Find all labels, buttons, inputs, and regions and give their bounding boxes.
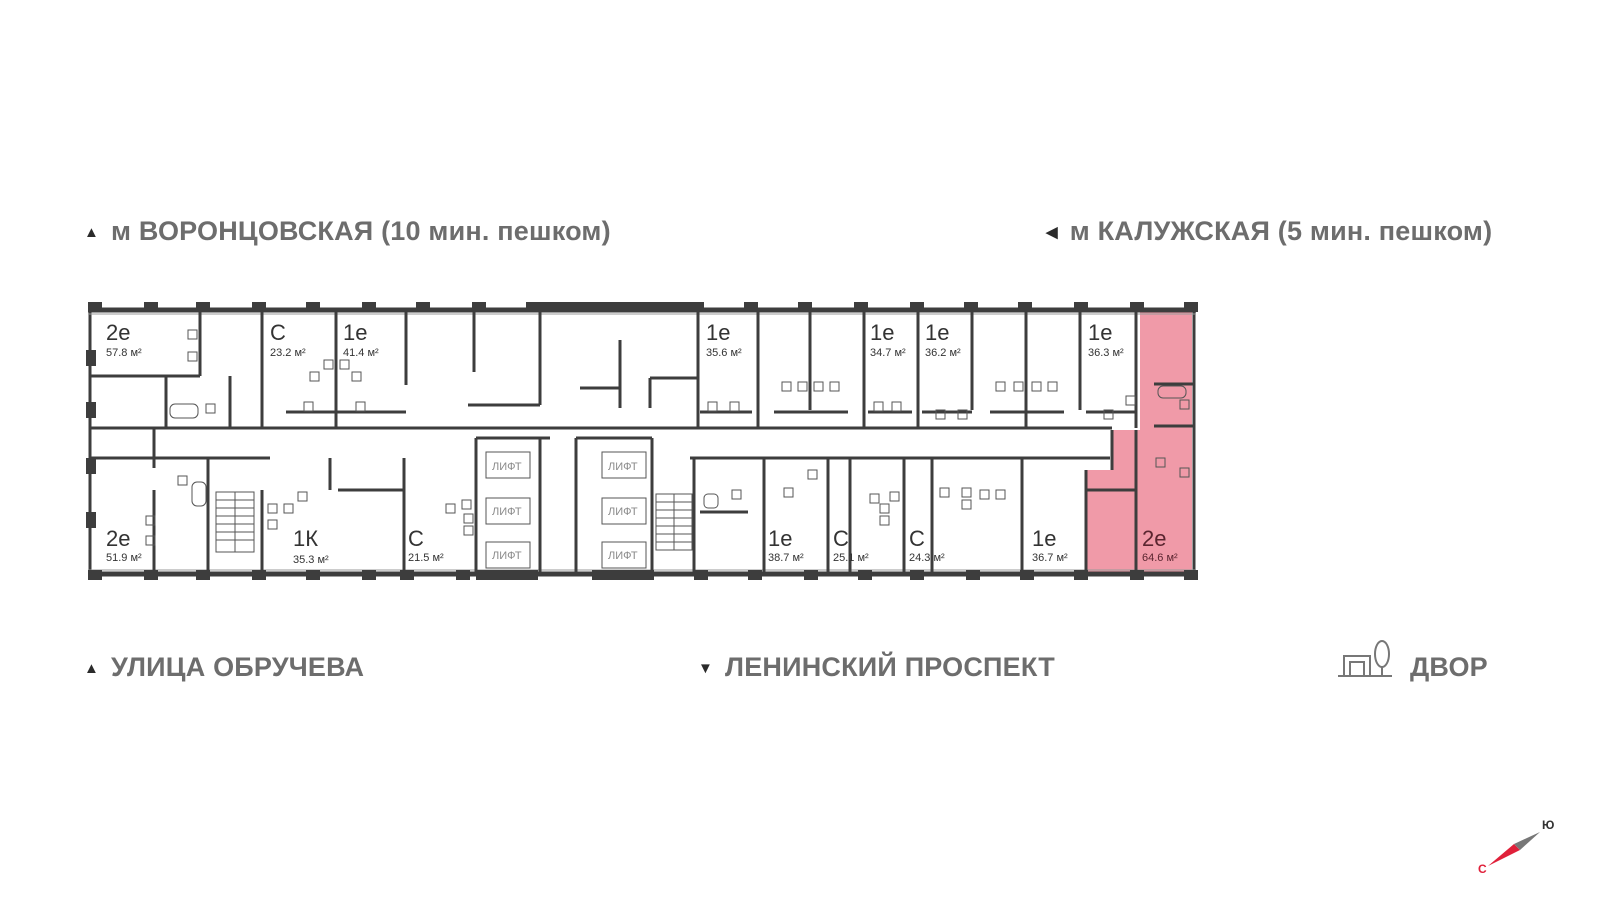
direction-metro-vorontsovskaya: ▲ м ВОРОНЦОВСКАЯ (10 мин. пешком) (84, 216, 611, 247)
apartment-type: С (833, 526, 849, 551)
lift-label: ЛИФТ (492, 506, 522, 518)
compass-icon (1488, 832, 1540, 866)
apartment-type: С (909, 526, 925, 551)
apartment-area: 35.3 м² (293, 554, 329, 566)
direction-label: м КАЛУЖСКАЯ (5 мин. пешком) (1069, 216, 1493, 246)
lift-shafts (485, 451, 647, 569)
direction-courtyard: ДВОР (1410, 652, 1488, 683)
apartment-area: 57.8 м² (106, 347, 142, 359)
direction-label: ЛЕНИНСКИЙ ПРОСПЕКТ (725, 652, 1055, 682)
direction-label: м ВОРОНЦОВСКАЯ (10 мин. пешком) (111, 216, 611, 246)
highlighted-apartment-2e-64.6 (1086, 310, 1192, 574)
lift-box (485, 497, 531, 525)
apartment-area: 64.6 м² (1142, 552, 1178, 564)
apartment-area: 36.7 м² (1032, 552, 1068, 564)
arrow-down-icon: ▼ (698, 660, 714, 677)
partitions-bottom (152, 428, 1138, 574)
apartment-area: 21.5 м² (408, 552, 444, 564)
direction-leninsky: ▼ ЛЕНИНСКИЙ ПРОСПЕКТ (698, 652, 1055, 683)
apartment-type: 2е (106, 320, 130, 345)
staircase-right (655, 493, 693, 551)
lift-box (601, 541, 647, 569)
apartment-type: 2е (1142, 526, 1166, 551)
courtyard-icon (1338, 640, 1392, 677)
lift-labels: ЛИФТ ЛИФТ ЛИФТ ЛИФТ ЛИФТ ЛИФТ (492, 461, 638, 562)
apartment-type: 1е (706, 320, 730, 345)
wall-piers (86, 302, 1198, 580)
bathroom-fixtures (145, 329, 1190, 546)
lift-label: ЛИФТ (608, 461, 638, 473)
apartment-type: 1е (870, 320, 894, 345)
apartment-area: 36.3 м² (1088, 347, 1124, 359)
lift-box (485, 451, 531, 479)
compass-south-label: Ю (1542, 818, 1555, 832)
direction-obrucheva: ▲ УЛИЦА ОБРУЧЕВА (84, 652, 364, 683)
apartment-type: 1К (293, 526, 318, 551)
apartment-type: 1е (925, 320, 949, 345)
partitions-top (90, 310, 1194, 428)
compass-north-label: С (1478, 862, 1487, 876)
apartment-type: 2е (106, 526, 130, 551)
apartment-area: 23.2 м² (270, 347, 306, 359)
apartment-type: 1е (343, 320, 367, 345)
apartment-type: 1е (768, 526, 792, 551)
apartment-area: 36.2 м² (925, 347, 961, 359)
apartment-type: С (270, 320, 286, 345)
apartment-type: 1е (1032, 526, 1056, 551)
direction-label: УЛИЦА ОБРУЧЕВА (111, 652, 365, 682)
direction-label: ДВОР (1410, 652, 1488, 682)
apartment-area: 38.7 м² (768, 552, 804, 564)
apartment-type: С (408, 526, 424, 551)
apartment-area: 34.7 м² (870, 347, 906, 359)
apartment-type: 1е (1088, 320, 1112, 345)
apartment-area: 51.9 м² (106, 552, 142, 564)
lift-label: ЛИФТ (492, 550, 522, 562)
lift-label: ЛИФТ (608, 506, 638, 518)
apartment-area: 41.4 м² (343, 347, 379, 359)
lift-box (601, 451, 647, 479)
apartment-area: 24.3 м² (909, 552, 945, 564)
apartment-area: 35.6 м² (706, 347, 742, 359)
lift-label: ЛИФТ (608, 550, 638, 562)
apartment-area: 25.1 м² (833, 552, 869, 564)
apartment-labels: 2е 57.8 м² С 23.2 м² 1е 41.4 м² 1е 35.6 … (106, 320, 1178, 566)
lift-label: ЛИФТ (492, 461, 522, 473)
lift-box (601, 497, 647, 525)
arrow-up-icon: ▲ (84, 224, 100, 241)
staircase-left (215, 491, 255, 553)
arrow-left-icon: ◀ (1046, 224, 1058, 241)
arrow-up-icon: ▲ (84, 660, 100, 677)
direction-metro-kaluzhskaya: ◀ м КАЛУЖСКАЯ (5 мин. пешком) (1046, 216, 1492, 247)
lift-box (485, 541, 531, 569)
